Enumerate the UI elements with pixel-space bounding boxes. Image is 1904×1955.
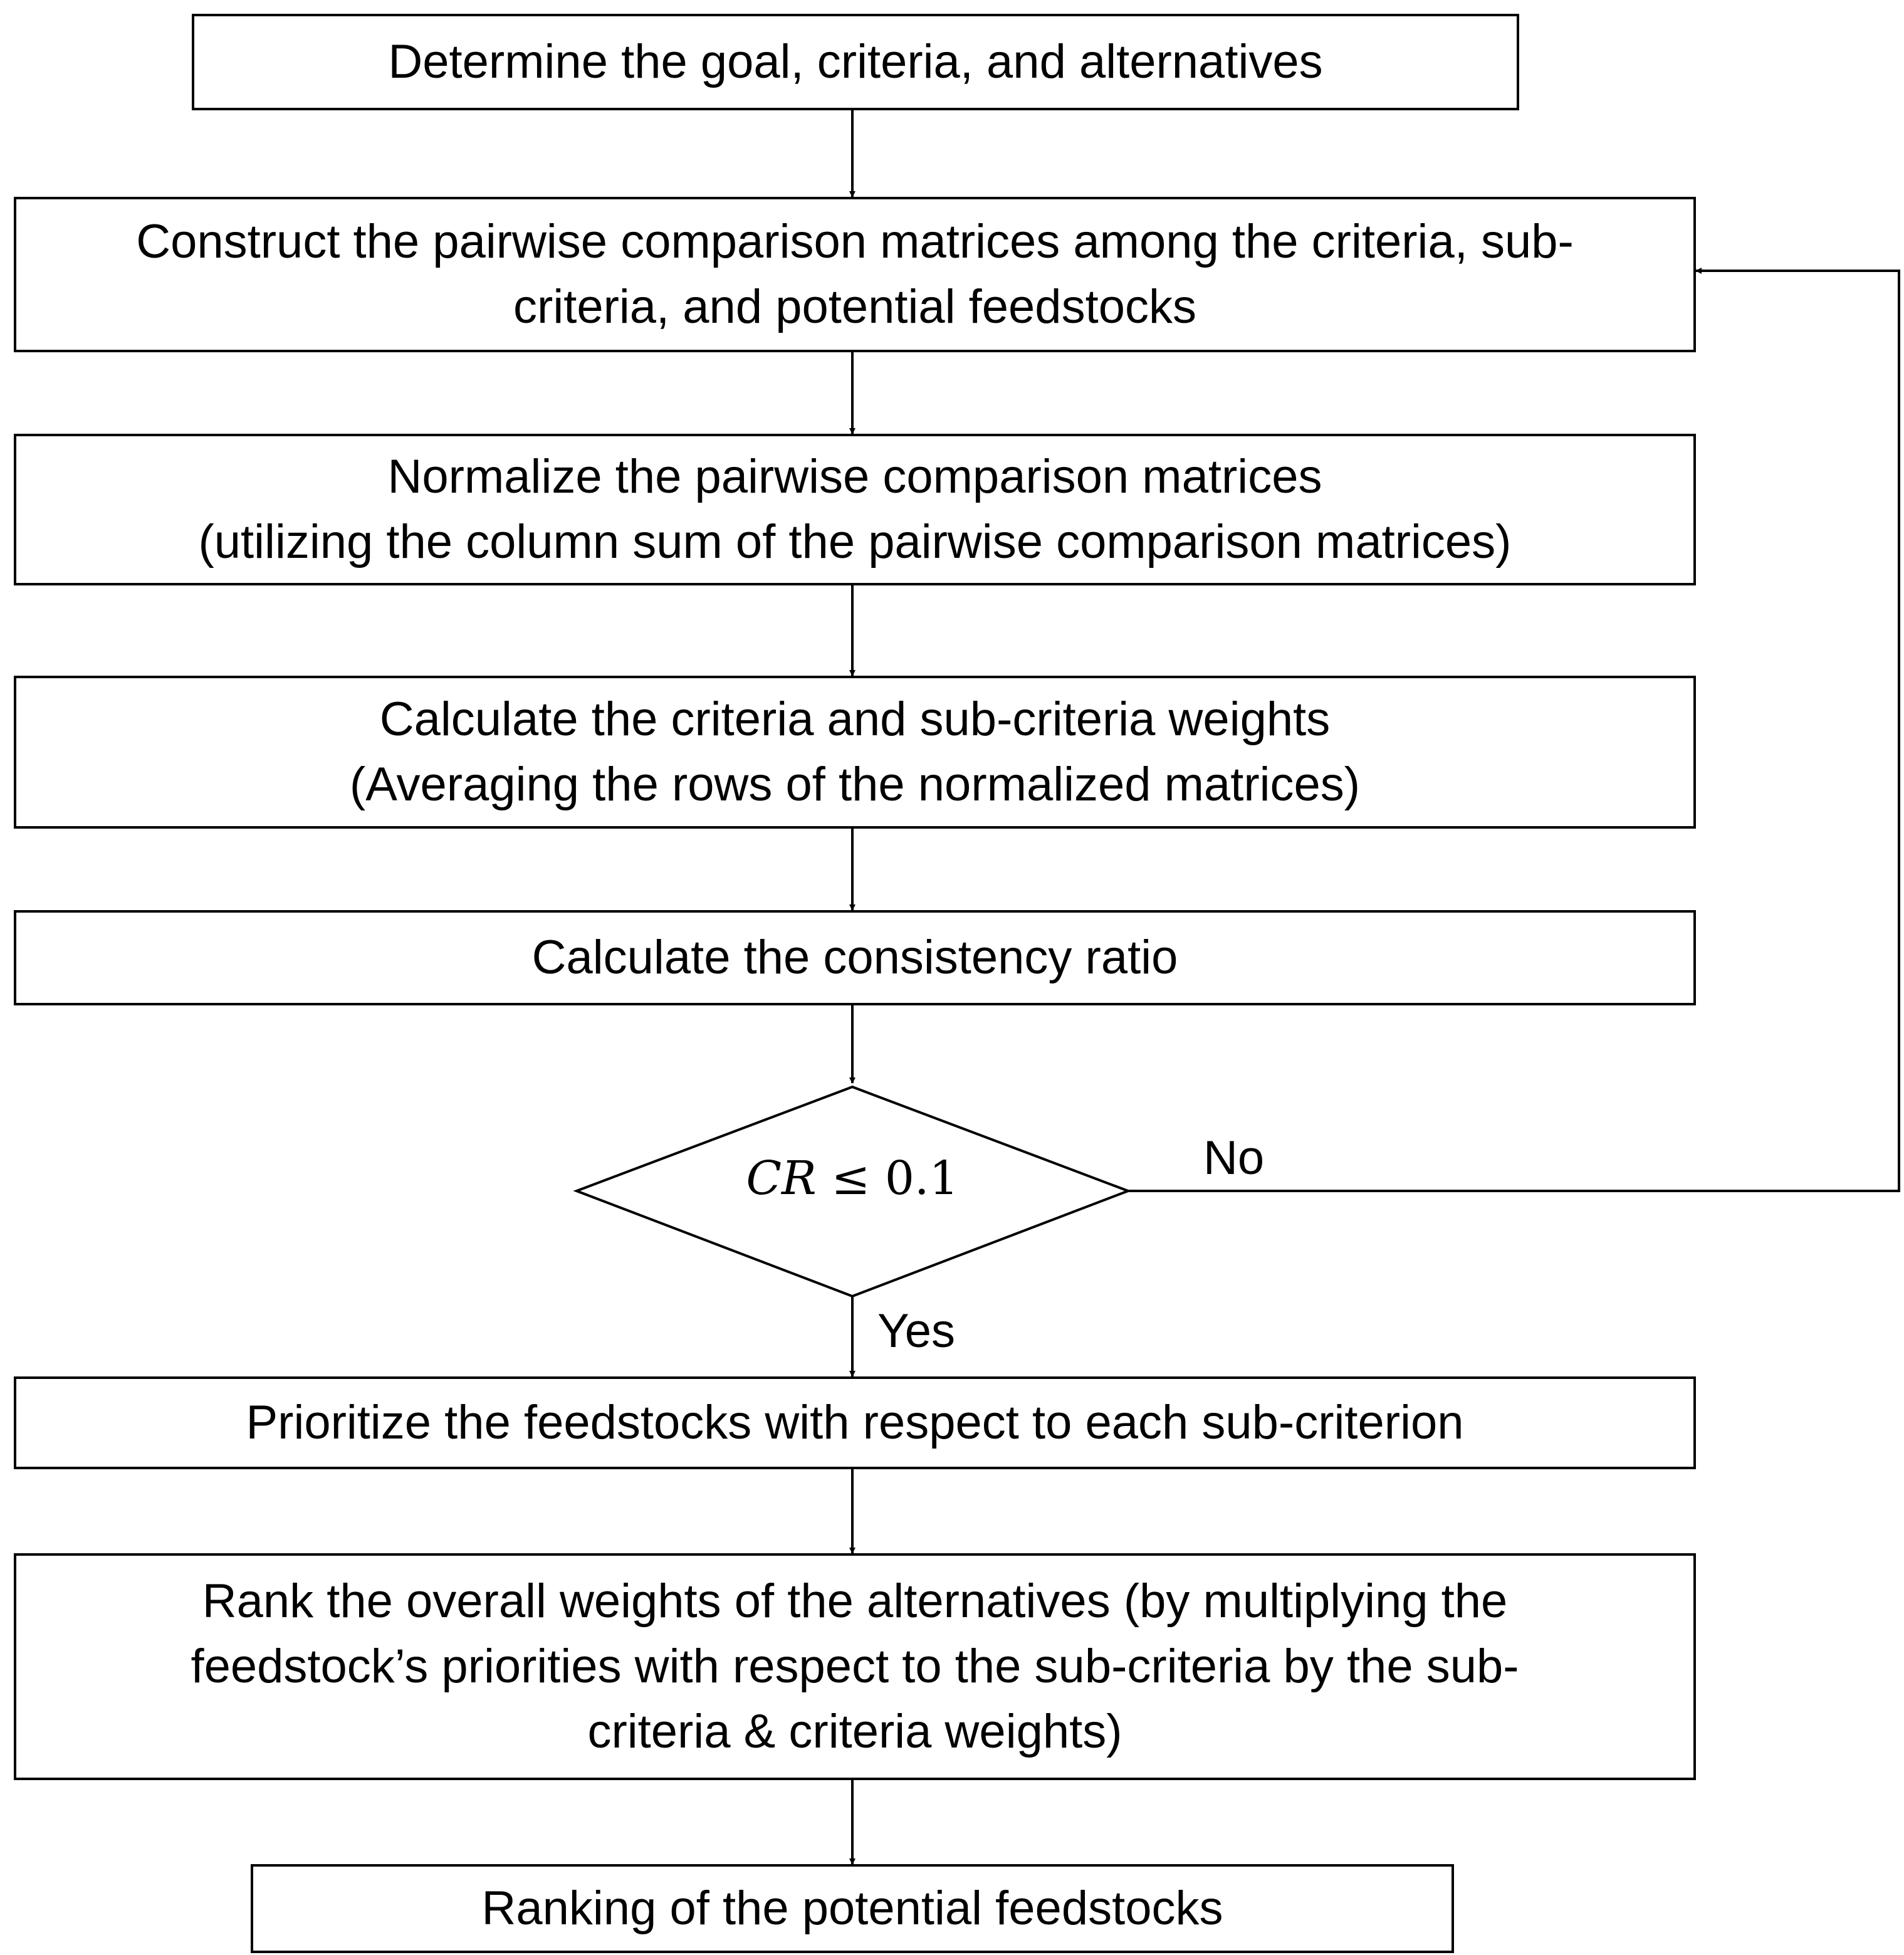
step-construct-line-2: criteria, and potential feedstocks	[513, 280, 1196, 333]
step-rank-line-1: Rank the overall weights of the alternat…	[202, 1575, 1508, 1628]
step-ranking-line-1: Ranking of the potential feedstocks	[481, 1882, 1223, 1935]
step-calc-weights-line-1: Calculate the criteria and sub-criteria …	[379, 693, 1331, 746]
step-calc-consistency: Calculate the consistency ratio	[14, 910, 1696, 1005]
decision-variable: CR	[746, 1151, 817, 1205]
step-ranking-text: Ranking of the potential feedstocks	[482, 1876, 1223, 1941]
step-rank: Rank the overall weights of the alternat…	[14, 1553, 1696, 1780]
step-normalize: Normalize the pairwise comparison matric…	[14, 434, 1696, 585]
decision-yes-label: Yes	[877, 1304, 955, 1358]
step-calc-weights: Calculate the criteria and sub-criteria …	[14, 676, 1696, 829]
step-calc-consistency-text: Calculate the consistency ratio	[532, 925, 1178, 990]
step-construct-line-1: Construct the pairwise comparison matric…	[136, 215, 1574, 268]
step-prioritize: Prioritize the feedstocks with respect t…	[14, 1376, 1696, 1469]
step-rank-line-2: feedstock’s priorities with respect to t…	[191, 1640, 1519, 1693]
step-prioritize-line-1: Prioritize the feedstocks with respect t…	[246, 1396, 1464, 1449]
decision-operator: ≤	[831, 1151, 871, 1205]
decision-condition: CR ≤ 0.1	[689, 1153, 1015, 1203]
step-prioritize-text: Prioritize the feedstocks with respect t…	[246, 1390, 1463, 1455]
step-construct: Construct the pairwise comparison matric…	[14, 197, 1696, 352]
step-determine: Determine the goal, criteria, and altern…	[192, 14, 1519, 110]
step-calc-weights-text: Calculate the criteria and sub-criteria …	[350, 687, 1360, 817]
decision-no-label: No	[1203, 1131, 1265, 1185]
step-normalize-text: Normalize the pairwise comparison matric…	[198, 444, 1511, 575]
step-determine-line-1: Determine the goal, criteria, and altern…	[388, 35, 1323, 88]
step-rank-line-3: criteria & criteria weights)	[587, 1705, 1122, 1758]
step-calc-weights-line-2: (Averaging the rows of the normalized ma…	[349, 758, 1361, 811]
step-normalize-line-1: Normalize the pairwise comparison matric…	[387, 450, 1322, 503]
step-determine-text: Determine the goal, criteria, and altern…	[388, 29, 1322, 95]
arrow-decision-no-loop	[1128, 268, 1900, 1192]
step-calc-consistency-line-1: Calculate the consistency ratio	[531, 931, 1178, 984]
step-ranking: Ranking of the potential feedstocks	[251, 1864, 1454, 1953]
decision-threshold: 0.1	[884, 1151, 959, 1205]
step-construct-text: Construct the pairwise comparison matric…	[136, 209, 1574, 340]
step-normalize-line-2: (utilizing the column sum of the pairwis…	[198, 515, 1512, 569]
step-rank-text: Rank the overall weights of the alternat…	[191, 1569, 1519, 1764]
